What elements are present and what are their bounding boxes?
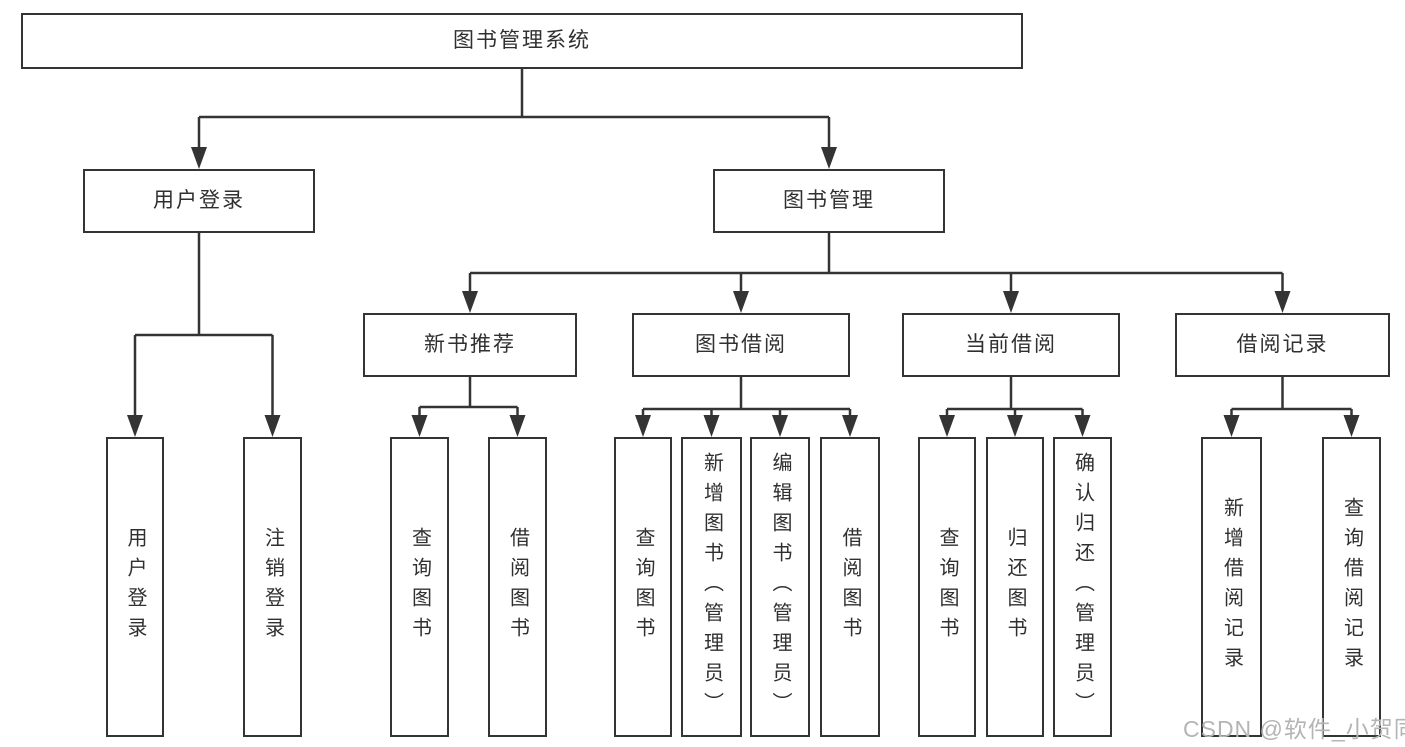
node-label-book-borrow: 图书借阅 — [695, 333, 787, 357]
node-label-leaf-logout: 注销登录 — [261, 527, 284, 647]
arrow-down-icon — [1003, 291, 1019, 313]
node-leaf-borrow-books-a: 借阅图书 — [488, 437, 547, 737]
node-label-leaf-user-login: 用户登录 — [124, 527, 146, 647]
node-label-root: 图书管理系统 — [453, 29, 591, 53]
node-label-leaf-return-books: 归还图书 — [1004, 527, 1026, 647]
node-label-leaf-query-books-c: 查询图书 — [936, 527, 958, 647]
arrow-down-icon — [842, 415, 858, 437]
node-leaf-query-books-a: 查询图书 — [390, 437, 449, 737]
arrow-down-icon — [462, 291, 478, 313]
arrow-down-icon — [1007, 415, 1023, 437]
arrow-down-icon — [1074, 415, 1091, 437]
arrow-down-icon — [772, 415, 788, 437]
watermark: CSDN @软件_小贺同学 — [1183, 716, 1405, 742]
node-label-leaf-add-books: 新增图书（管理员） — [700, 452, 723, 722]
node-label-leaf-confirm-return: 确认归还（管理员） — [1071, 452, 1094, 722]
arrow-down-icon — [939, 415, 955, 437]
node-new-book-rec: 新书推荐 — [363, 313, 577, 377]
arrow-down-icon — [509, 415, 526, 437]
arrow-down-icon — [191, 147, 207, 169]
node-user-login: 用户登录 — [83, 169, 315, 233]
arrow-down-icon — [821, 147, 837, 169]
node-leaf-add-borrow-record: 新增借阅记录 — [1201, 437, 1262, 737]
arrow-down-icon — [1343, 415, 1360, 437]
node-label-leaf-query-borrow-record: 查询借阅记录 — [1340, 497, 1363, 677]
node-borrow-records: 借阅记录 — [1175, 313, 1390, 377]
node-leaf-borrow-books-b: 借阅图书 — [820, 437, 880, 737]
node-book-borrow: 图书借阅 — [632, 313, 850, 377]
node-current-borrow: 当前借阅 — [902, 313, 1120, 377]
node-label-leaf-edit-books: 编辑图书（管理员） — [769, 452, 791, 722]
node-label-leaf-add-borrow-record: 新增借阅记录 — [1220, 497, 1243, 677]
node-label-new-book-rec: 新书推荐 — [424, 333, 516, 357]
node-label-current-borrow: 当前借阅 — [965, 333, 1057, 357]
arrow-down-icon — [1274, 291, 1291, 313]
node-leaf-query-borrow-record: 查询借阅记录 — [1322, 437, 1381, 737]
arrow-down-icon — [411, 415, 428, 437]
node-label-borrow-records: 借阅记录 — [1236, 333, 1329, 357]
arrow-down-icon — [733, 291, 749, 313]
node-label-leaf-query-books-b: 查询图书 — [632, 527, 654, 647]
arrow-down-icon — [703, 415, 720, 437]
node-leaf-confirm-return: 确认归还（管理员） — [1053, 437, 1112, 737]
node-label-user-login: 用户登录 — [153, 189, 245, 213]
node-leaf-query-books-b: 查询图书 — [614, 437, 672, 737]
node-book-mgmt: 图书管理 — [713, 169, 945, 233]
node-leaf-return-books: 归还图书 — [986, 437, 1044, 737]
node-leaf-logout: 注销登录 — [243, 437, 302, 737]
arrow-down-icon — [635, 415, 651, 437]
node-label-book-mgmt: 图书管理 — [783, 189, 875, 213]
arrow-down-icon — [127, 415, 143, 437]
node-leaf-user-login: 用户登录 — [106, 437, 164, 737]
node-leaf-add-books: 新增图书（管理员） — [681, 437, 742, 737]
node-label-leaf-query-books-a: 查询图书 — [408, 527, 431, 647]
arrow-down-icon — [264, 415, 281, 437]
node-leaf-query-books-c: 查询图书 — [918, 437, 976, 737]
node-root: 图书管理系统 — [21, 13, 1023, 69]
node-leaf-edit-books: 编辑图书（管理员） — [750, 437, 810, 737]
node-label-leaf-borrow-books-a: 借阅图书 — [506, 527, 529, 647]
arrow-down-icon — [1223, 415, 1240, 437]
node-label-leaf-borrow-books-b: 借阅图书 — [839, 527, 861, 647]
